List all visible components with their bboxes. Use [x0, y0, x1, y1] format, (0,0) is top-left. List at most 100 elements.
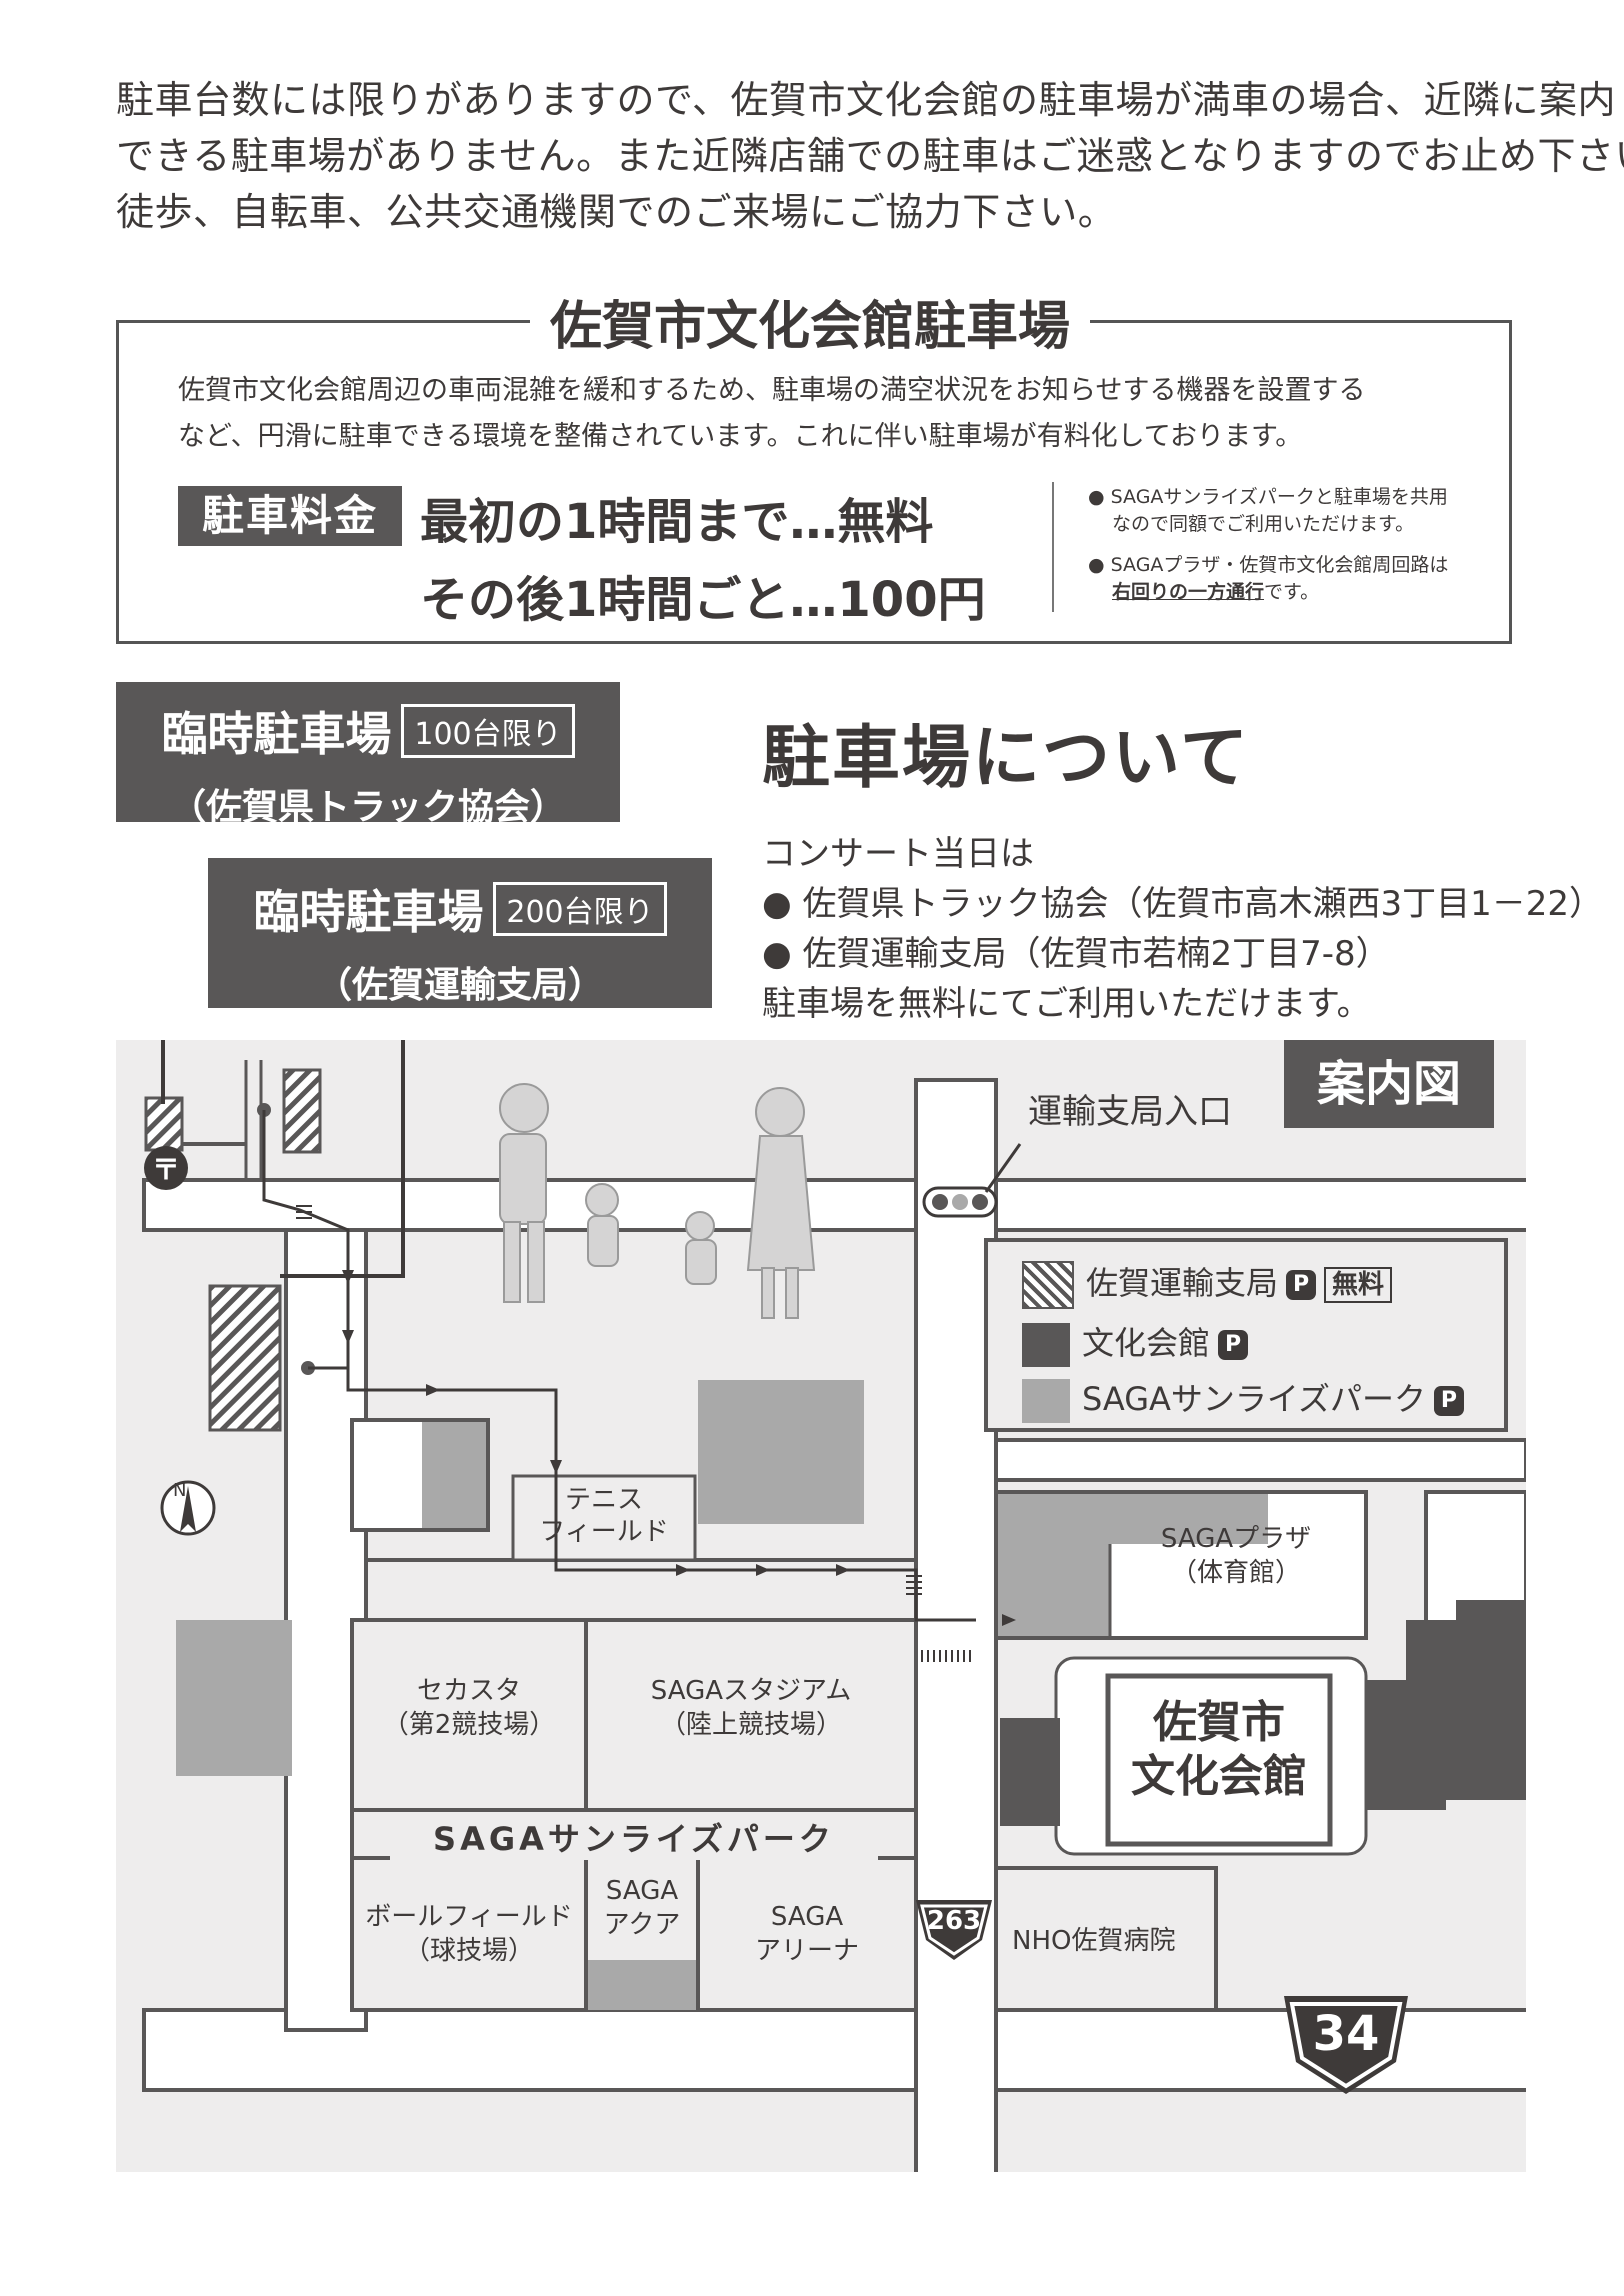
tennis-field-label: テニス フィールド — [516, 1484, 692, 1548]
free-badge: 無料 — [1324, 1267, 1393, 1303]
hall-label-a: 佐賀市 — [1153, 1697, 1285, 1748]
bureau-entrance-label: 運輸支局入口 — [1028, 1092, 1232, 1132]
parking-desc-line-2: など、円滑に駐車できる環境を整備されています。これに伴い駐車場が有料化しておりま… — [178, 421, 1303, 452]
sunrise-parking-small — [422, 1422, 486, 1528]
temp-parking-2-place: （佐賀運輸支局） — [315, 965, 604, 1006]
sekasuta-label-a: セカスタ — [416, 1676, 521, 1706]
aqua-label-a: SAGA — [605, 1876, 679, 1906]
sekasuta-label: セカスタ （第2競技場） — [356, 1674, 582, 1742]
ball-label-b: （球技場） — [403, 1936, 534, 1966]
transport-bureau-parking — [208, 1284, 282, 1432]
route-path — [262, 1110, 976, 1622]
dark-swatch — [1022, 1323, 1070, 1367]
intro-line-3: 徒歩、自転車、公共交通機関でのご来場にご協力下さい。 — [116, 190, 1117, 234]
note1-line-b: なので同額でご利用いただけます。 — [1112, 513, 1415, 535]
plaza-label-b: （体育館） — [1170, 1558, 1301, 1588]
north-arrow-icon — [160, 1480, 216, 1536]
saga-stadium-label: SAGAスタジアム （陸上競技場） — [590, 1674, 912, 1742]
parking-description: 佐賀市文化会館周辺の車両混雑を緩和するため、駐車場の満空状況をお知らせする機器を… — [178, 368, 1365, 460]
fee-first-hour: 最初の1時間まで…無料 — [420, 494, 934, 550]
arena-label-b: アリーナ — [754, 1936, 859, 1966]
plaza-label-a: SAGAプラザ — [1160, 1524, 1312, 1554]
hall-parking-west — [1000, 1718, 1060, 1826]
post-office-icon — [144, 1146, 188, 1190]
parking-box-title: 佐賀市文化会館駐車場 — [530, 284, 1091, 359]
aqua-label-b: アクア — [603, 1910, 681, 1940]
intro-line-2: できる駐車場がありません。また近隣店舗での駐車はご迷惑となりますのでお止め下さい… — [116, 134, 1624, 178]
cultural-hall-label: 佐賀市 文化会館 — [1110, 1696, 1328, 1804]
about-line-1: コンサート当日は — [762, 834, 1034, 874]
east-road — [994, 1438, 1526, 1482]
hospital-label: NHO佐賀病院 — [1012, 1926, 1176, 1956]
intro-text: 駐車台数には限りがありますので、佐賀市文化会館の駐車場が満車の場合、近隣に案内 … — [116, 72, 1624, 240]
sunrise-parking-aqua — [588, 1960, 696, 2010]
note1-line-a: ● SAGAサンライズパークと駐車場を共用 — [1088, 486, 1448, 508]
temp-parking-1-name: 臨時駐車場 — [161, 707, 392, 761]
parking-desc-line-1: 佐賀市文化会館周辺の車両混雑を緩和するため、駐車場の満空状況をお知らせする機器を… — [178, 375, 1366, 406]
sunrise-park-label: SAGAサンライズパーク — [390, 1814, 878, 1860]
ball-field-label: ボールフィールド （球技場） — [356, 1900, 582, 1968]
traffic-light-icon — [922, 1143, 1022, 1218]
temp-parking-2-name: 臨時駐車場 — [253, 885, 484, 939]
legend-item2-label: 文化会館 — [1082, 1324, 1211, 1362]
tennis-label-b: フィールド — [539, 1517, 669, 1547]
cultural-hall — [1105, 1673, 1333, 1847]
legend-item1-label: 佐賀運輸支局 — [1086, 1264, 1279, 1302]
about-parking-title: 駐車場について — [762, 719, 1250, 798]
ball-label-a: ボールフィールド — [365, 1902, 573, 1932]
sunrise-parking-west — [176, 1620, 292, 1776]
fee-per-hour: その後1時間ごと…100円 — [420, 572, 986, 628]
stadium-label-b: （陸上競技場） — [659, 1710, 842, 1740]
shared-parking-note: ● SAGAサンライズパークと駐車場を共用 なので同額でご利用いただけます。 — [1088, 484, 1448, 538]
route-263-icon — [916, 1900, 992, 1960]
family-illustration — [499, 1083, 816, 1319]
saga-plaza-label: SAGAプラザ （体育館） — [1116, 1522, 1356, 1590]
tennis-field — [511, 1474, 697, 1562]
temp-parking-2-limit: 200台限り — [493, 882, 667, 936]
temp-parking-1-limit: 100台限り — [401, 704, 575, 758]
guide-map: 運輸支局入口 N 〒 テニス フィールド SAGAプラザ （体育館） セカスタ … — [116, 1040, 1526, 2172]
sunrise-parking-north — [698, 1380, 864, 1524]
saga-aqua-label: SAGA アクア — [588, 1874, 696, 1942]
divider — [1052, 482, 1054, 612]
fee-label-badge: 駐車料金 — [178, 486, 402, 546]
north-road — [142, 1178, 1526, 1232]
plaza-parking — [998, 1494, 1110, 1636]
north-label: N — [173, 1480, 187, 1501]
stadium-label-a: SAGAスタジアム — [650, 1676, 852, 1706]
route-34-icon — [1284, 1996, 1408, 2094]
guide-map-badge: 案内図 — [1284, 1040, 1494, 1128]
sekasuta-label-b: （第2競技場） — [382, 1710, 556, 1740]
gray-swatch — [1022, 1379, 1070, 1423]
intro-line-1: 駐車台数には限りがありますので、佐賀市文化会館の駐車場が満車の場合、近隣に案内 — [116, 78, 1616, 122]
hall-label-b: 文化会館 — [1131, 1751, 1307, 1802]
arena-label-a: SAGA — [770, 1902, 844, 1932]
parking-p-icon: P — [1286, 1270, 1317, 1300]
about-line-3: ● 佐賀運輸支局（佐賀市若楠2丁目7-8） — [762, 934, 1390, 974]
route-arrows — [342, 1270, 1016, 1626]
temp-parking-1-place: （佐賀県トラック協会） — [169, 787, 566, 828]
hatch-swatch — [1022, 1261, 1074, 1309]
note2-line-a: ● SAGAプラザ・佐賀市文化会館周回路は — [1088, 554, 1449, 576]
truck-association-parking-b — [282, 1068, 322, 1154]
note2-line-b: 右回りの一方通行です。 — [1088, 579, 1448, 606]
tennis-label-a: テニス — [564, 1485, 643, 1515]
about-line-4: 駐車場を無料にてご利用いただけます。 — [762, 984, 1371, 1024]
one-way-emphasis: 右回りの一方通行 — [1112, 581, 1265, 603]
post-office-label: 〒 — [151, 1153, 180, 1186]
saga-arena-label: SAGA アリーナ — [702, 1900, 912, 1968]
one-way-note: ● SAGAプラザ・佐賀市文化会館周回路は 右回りの一方通行です。 — [1088, 552, 1448, 606]
hall-parking-east — [1366, 1600, 1526, 1810]
about-line-2: ● 佐賀県トラック協会（佐賀市高木瀬西3丁目1－22） — [762, 884, 1604, 924]
hospital-block — [994, 1866, 1218, 2012]
note2-tail: です。 — [1264, 581, 1320, 603]
parking-p-icon: P — [1218, 1330, 1249, 1360]
route-263-label: 263 — [926, 1906, 982, 1936]
parking-p-icon: P — [1433, 1386, 1464, 1416]
map-drawing — [142, 1040, 1526, 2172]
